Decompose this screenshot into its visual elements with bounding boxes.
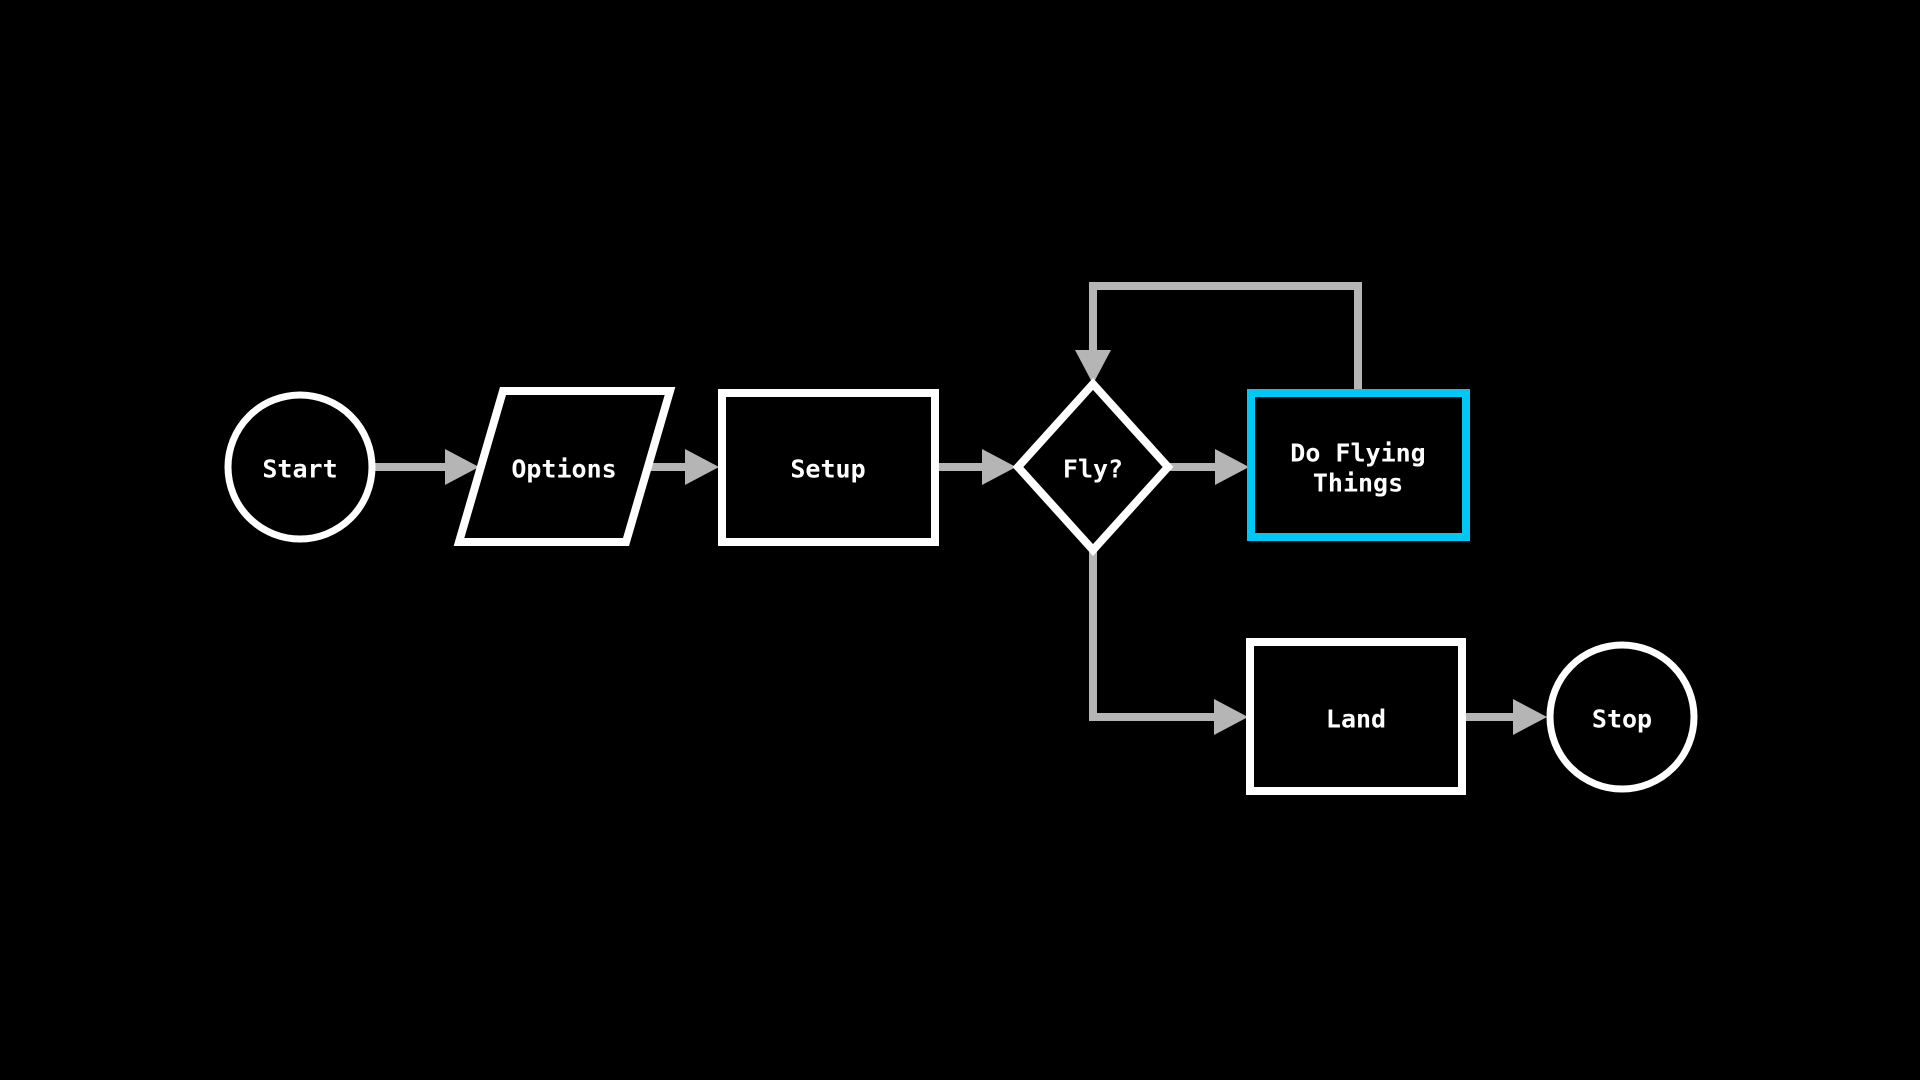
node-options[interactable]: Options <box>453 387 676 546</box>
arrowhead-right-icon <box>1214 699 1248 735</box>
arrowhead-right-icon <box>1215 449 1249 485</box>
arrowhead-right-icon <box>982 449 1016 485</box>
edge-options-setup <box>646 449 719 485</box>
options-parallelogram-shape[interactable] <box>453 387 676 546</box>
edge-setup-fly <box>937 449 1016 485</box>
node-fly-decision[interactable]: Fly? <box>1012 378 1174 556</box>
node-label: Land <box>1326 705 1386 734</box>
node-label: Setup <box>790 455 865 484</box>
node-label-line1: Do Flying <box>1290 439 1425 468</box>
edge-start-options <box>373 449 479 485</box>
do-flying-things-process-shape-selected[interactable] <box>1247 389 1470 541</box>
edge-line <box>1089 282 1362 393</box>
node-land[interactable]: Land <box>1246 638 1466 795</box>
edge-fly-doflying <box>1170 449 1249 485</box>
edge-fly-land <box>1089 550 1248 735</box>
fly-decision-diamond-shape[interactable] <box>1012 378 1174 556</box>
start-terminator-shape[interactable] <box>224 391 376 543</box>
stop-terminator-shape[interactable] <box>1546 641 1698 793</box>
node-label: Stop <box>1592 705 1652 734</box>
node-label: Options <box>511 455 616 484</box>
node-do-flying-things[interactable]: Do Flying Things <box>1247 389 1470 541</box>
land-process-shape[interactable] <box>1246 638 1466 795</box>
arrowhead-right-icon <box>685 449 719 485</box>
setup-process-shape[interactable] <box>718 389 939 546</box>
node-start[interactable]: Start <box>224 391 376 543</box>
arrowhead-right-icon <box>1513 699 1547 735</box>
node-label: Start <box>262 455 337 484</box>
node-label: Fly? <box>1063 455 1123 484</box>
edge-line <box>1089 550 1216 721</box>
edge-doflying-fly-loopback <box>1075 282 1362 393</box>
node-setup[interactable]: Setup <box>718 389 939 546</box>
arrowhead-right-icon <box>445 449 479 485</box>
arrowhead-down-icon <box>1075 350 1111 384</box>
edges <box>373 282 1547 735</box>
node-stop[interactable]: Stop <box>1546 641 1698 793</box>
node-label-line2: Things <box>1313 469 1403 498</box>
edge-land-stop <box>1464 699 1547 735</box>
